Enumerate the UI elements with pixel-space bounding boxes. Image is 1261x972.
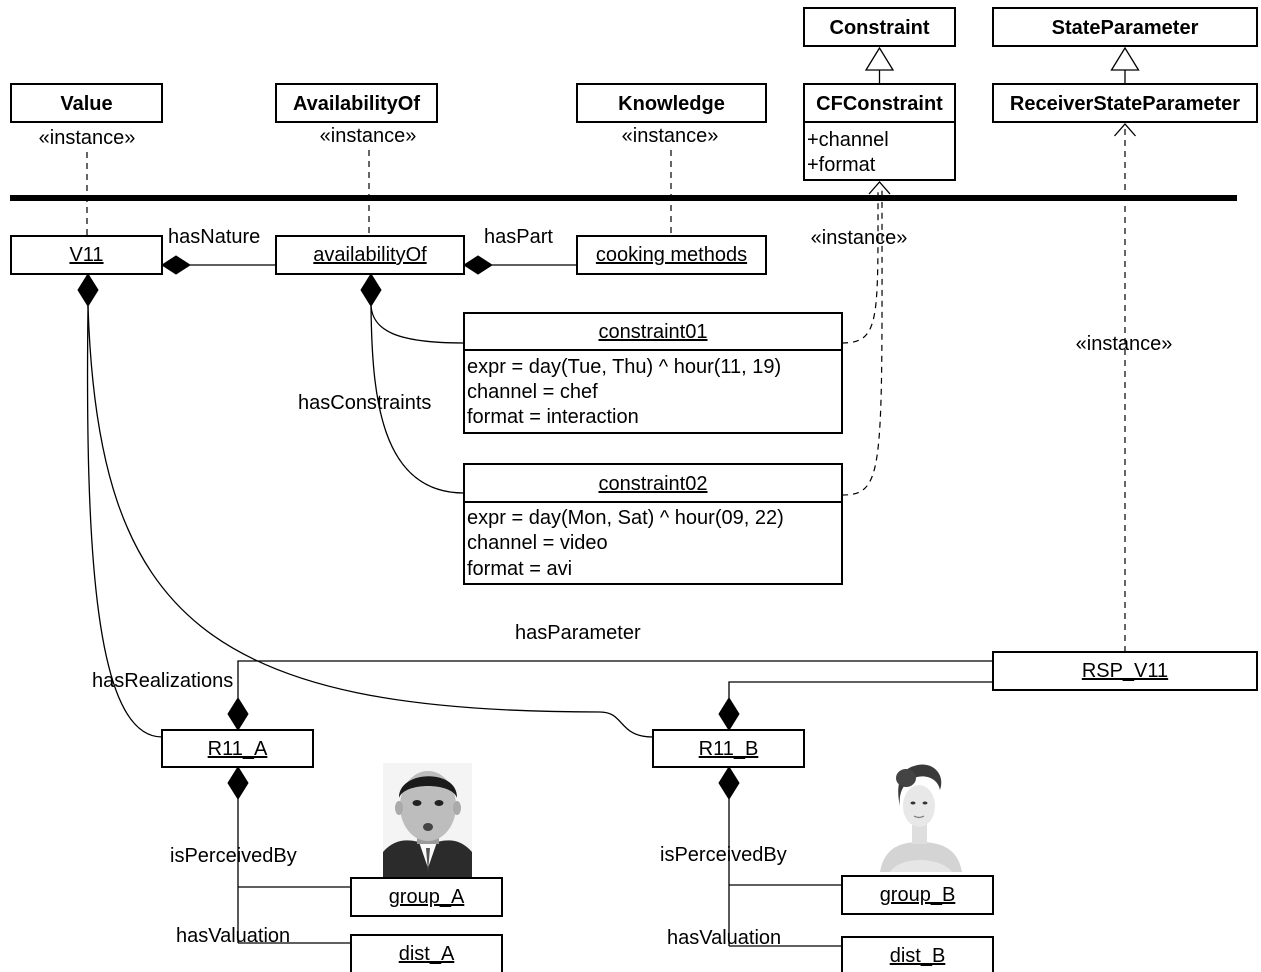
has-parameter-diamond-a [227, 697, 249, 731]
perception-diamond-b [718, 766, 740, 800]
cf-attr-format: +format [807, 154, 876, 176]
class-receiver-state-parameter-label: ReceiverStateParameter [1010, 93, 1240, 115]
instance-rsp-v11[interactable]: RSP_V11 [992, 651, 1258, 691]
class-constraint[interactable]: Constraint [803, 7, 956, 47]
instance-r11-a[interactable]: R11_A [161, 729, 314, 768]
instance-arrow-rsp [1114, 123, 1136, 137]
has-part-label: hasPart [484, 226, 553, 248]
instance-label-rsp: «instance» [1076, 333, 1173, 355]
instance-label-availability: «instance» [320, 125, 417, 147]
instance-cooking-methods-label: cooking methods [596, 244, 747, 266]
has-realizations-line-a [86, 305, 163, 738]
has-valuation-label-b: hasValuation [667, 927, 781, 949]
instance-label-value: «instance» [39, 127, 136, 149]
constraint01-format: format = interaction [467, 406, 639, 428]
class-knowledge-label: Knowledge [618, 93, 725, 115]
instance-r11-b[interactable]: R11_B [652, 729, 805, 768]
cf-attr-channel: +channel [807, 129, 889, 151]
instance-line-constraint02 [841, 189, 883, 496]
generalization-receiverstateparameter [1110, 46, 1140, 84]
constraint02-expr: expr = day(Mon, Sat) ^ hour(09, 22) [467, 507, 784, 529]
has-part-diamond [463, 255, 493, 275]
has-valuation-label-a: hasValuation [176, 925, 290, 947]
class-cf-constraint[interactable]: CFConstraint +channel +format [803, 83, 956, 181]
instance-cooking-methods[interactable]: cooking methods [576, 235, 767, 275]
class-knowledge[interactable]: Knowledge [576, 83, 767, 123]
instance-group-a-label: group_A [389, 886, 465, 908]
has-parameter-diamond-b [718, 697, 740, 731]
instance-v11-label: V11 [69, 244, 103, 266]
instance-constraint01[interactable]: constraint01 expr = day(Tue, Thu) ^ hour… [463, 312, 843, 434]
instance-v11[interactable]: V11 [10, 235, 163, 275]
constraint02-format: format = avi [467, 558, 572, 580]
has-nature-diamond [161, 255, 191, 275]
instance-dist-a-label: dist_A [399, 943, 455, 965]
class-constraint-label: Constraint [830, 17, 930, 39]
has-constraints-line-02 [370, 305, 465, 494]
has-parameter-line-a [237, 660, 993, 698]
woman-portrait-icon [880, 764, 962, 872]
class-value[interactable]: Value [10, 83, 163, 123]
perception-diamond-a [227, 766, 249, 800]
constraint01-expr: expr = day(Tue, Thu) ^ hour(11, 19) [467, 356, 781, 378]
instance-label-knowledge: «instance» [622, 125, 719, 147]
is-perceived-by-label-b: isPerceivedBy [660, 844, 787, 866]
constraint02-channel: channel = video [467, 532, 608, 554]
instance-constraint02[interactable]: constraint02 expr = day(Mon, Sat) ^ hour… [463, 463, 843, 585]
generalization-cfconstraint [864, 46, 895, 84]
instance-arrow-cfconstraint [868, 181, 891, 195]
is-perceived-by-label-a: isPerceivedBy [170, 845, 297, 867]
has-realizations-line-b [87, 305, 654, 738]
instance-dist-b-label: dist_B [890, 945, 946, 967]
class-availability-of[interactable]: AvailabilityOf [275, 83, 438, 123]
instance-group-b[interactable]: group_B [841, 875, 994, 915]
class-receiver-state-parameter[interactable]: ReceiverStateParameter [992, 83, 1258, 123]
has-parameter-label: hasParameter [515, 622, 641, 644]
instance-line-constraint01 [841, 189, 879, 344]
has-realizations-diamond [77, 273, 99, 307]
has-nature-label: hasNature [168, 226, 260, 248]
class-cf-constraint-label: CFConstraint [816, 93, 943, 115]
instance-dist-b[interactable]: dist_B [841, 936, 994, 972]
instance-r11-a-label: R11_A [208, 738, 268, 760]
class-value-label: Value [60, 93, 112, 115]
constraint02-name: constraint02 [599, 473, 708, 495]
class-state-parameter-label: StateParameter [1052, 17, 1199, 39]
instance-group-a[interactable]: group_A [350, 877, 503, 917]
class-state-parameter[interactable]: StateParameter [992, 7, 1258, 47]
instance-dist-a[interactable]: dist_A [350, 934, 503, 972]
has-constraints-line-01 [370, 305, 465, 344]
has-parameter-line-b [728, 681, 993, 698]
man-portrait-icon [383, 763, 472, 879]
instance-r11-b-label: R11_B [699, 738, 759, 760]
instance-rsp-v11-label: RSP_V11 [1082, 660, 1168, 682]
has-realizations-label: hasRealizations [92, 670, 233, 692]
instance-group-b-label: group_B [880, 884, 956, 906]
instance-availability-of-label: availabilityOf [313, 244, 427, 266]
has-constraints-diamond [360, 273, 382, 307]
instance-label-constraint: «instance» [811, 227, 908, 249]
instance-availability-of[interactable]: availabilityOf [275, 235, 465, 275]
constraint01-channel: channel = chef [467, 381, 598, 403]
constraint01-name: constraint01 [599, 321, 708, 343]
has-constraints-label: hasConstraints [298, 392, 431, 414]
class-availability-of-label: AvailabilityOf [293, 93, 420, 115]
